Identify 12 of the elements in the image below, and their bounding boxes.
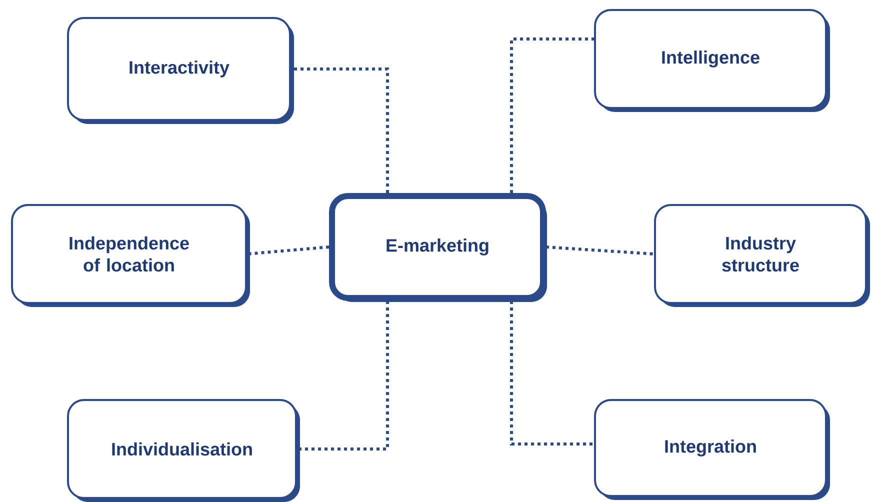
topic-box: Individualisation [67, 399, 300, 502]
topic-box: Industry structure [654, 204, 870, 307]
dotted-connector [510, 301, 594, 446]
dotted-connector [510, 38, 594, 193]
dotted-connector [297, 301, 389, 450]
central-box: E-marketing [329, 193, 547, 302]
topic-box: Integration [594, 399, 830, 500]
topic-box: Interactivity [67, 17, 294, 124]
dotted-connector [291, 68, 389, 193]
topic-box: Independence of location [11, 204, 250, 307]
topic-box: Intelligence [594, 9, 830, 112]
dotted-connector [546, 246, 654, 256]
